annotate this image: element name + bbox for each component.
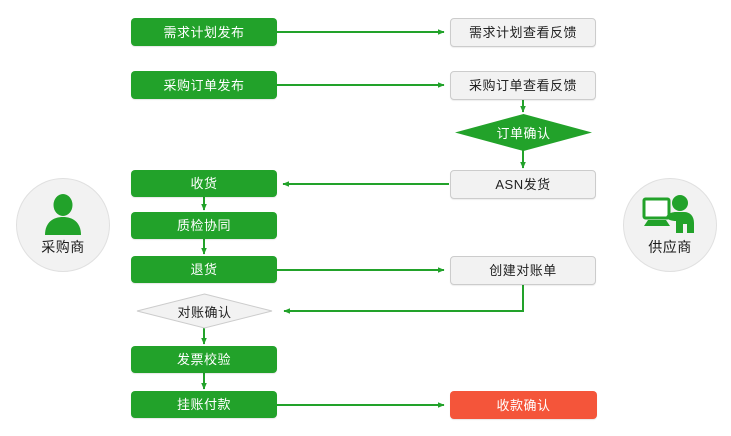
node-qc-collab[interactable]: 质检协同 — [131, 212, 277, 239]
node-label: 采购订单查看反馈 — [468, 78, 577, 93]
role-badge-supplier: 供应商 — [623, 178, 717, 272]
node-label: 创建对账单 — [489, 263, 557, 278]
node-return-goods[interactable]: 退货 — [131, 256, 277, 283]
node-label: 发票校验 — [176, 352, 231, 367]
node-label: 挂账付款 — [176, 397, 231, 412]
node-label: 质检协同 — [176, 218, 231, 233]
person-at-computer-icon — [642, 193, 698, 235]
node-label: 需求计划查看反馈 — [468, 25, 577, 40]
node-asn-ship[interactable]: ASN发货 — [450, 170, 596, 199]
node-label: 退货 — [190, 262, 218, 277]
node-invoice-verify[interactable]: 发票校验 — [131, 346, 277, 373]
node-statement-confirm[interactable]: 对账确认 — [136, 293, 273, 329]
role-label-buyer: 采购商 — [41, 239, 85, 255]
node-label: 收款确认 — [496, 397, 551, 413]
node-po-feedback[interactable]: 采购订单查看反馈 — [450, 71, 596, 100]
node-demand-plan-publish[interactable]: 需求计划发布 — [131, 18, 277, 46]
person-icon — [35, 193, 91, 235]
node-create-statement[interactable]: 创建对账单 — [450, 256, 596, 285]
node-receive-goods[interactable]: 收货 — [131, 170, 277, 197]
node-label: 需求计划发布 — [163, 24, 245, 40]
edge-create-statement-to-statement-confirm — [283, 285, 524, 314]
node-label: 订单确认 — [496, 126, 551, 141]
role-label-supplier: 供应商 — [648, 239, 692, 255]
node-label: 对账确认 — [177, 304, 232, 320]
node-accrual-payment[interactable]: 挂账付款 — [131, 391, 277, 418]
diamond-shape — [136, 293, 273, 329]
role-badge-buyer: 采购商 — [16, 178, 110, 272]
node-payment-confirm[interactable]: 收款确认 — [450, 391, 597, 419]
node-po-publish[interactable]: 采购订单发布 — [131, 71, 277, 99]
node-order-confirm[interactable]: 订单确认 — [455, 114, 592, 151]
diamond-shape — [455, 114, 592, 151]
node-demand-plan-feedback[interactable]: 需求计划查看反馈 — [450, 18, 596, 47]
node-label: ASN发货 — [495, 177, 551, 192]
node-label: 采购订单发布 — [163, 77, 245, 93]
node-label: 收货 — [190, 176, 218, 191]
